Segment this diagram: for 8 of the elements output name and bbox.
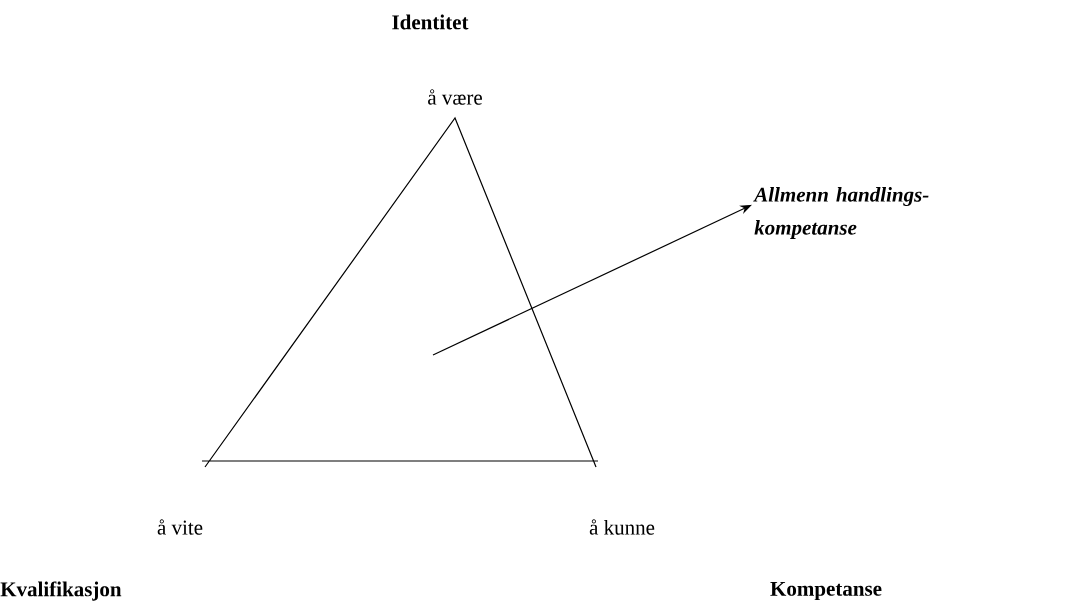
- heading: Identitet: [392, 14, 469, 30]
- caption-text: Allmenn handlings- kompetanse: [753, 187, 929, 239]
- corner-label: å kunne: [589, 519, 655, 535]
- corner-label: å vite: [157, 519, 203, 535]
- triangle-drawing: [201, 116, 599, 468]
- heading: Kompetanse: [770, 581, 882, 601]
- heading: Kvalifikasjon: [0, 581, 122, 601]
- arrow: [432, 204, 752, 356]
